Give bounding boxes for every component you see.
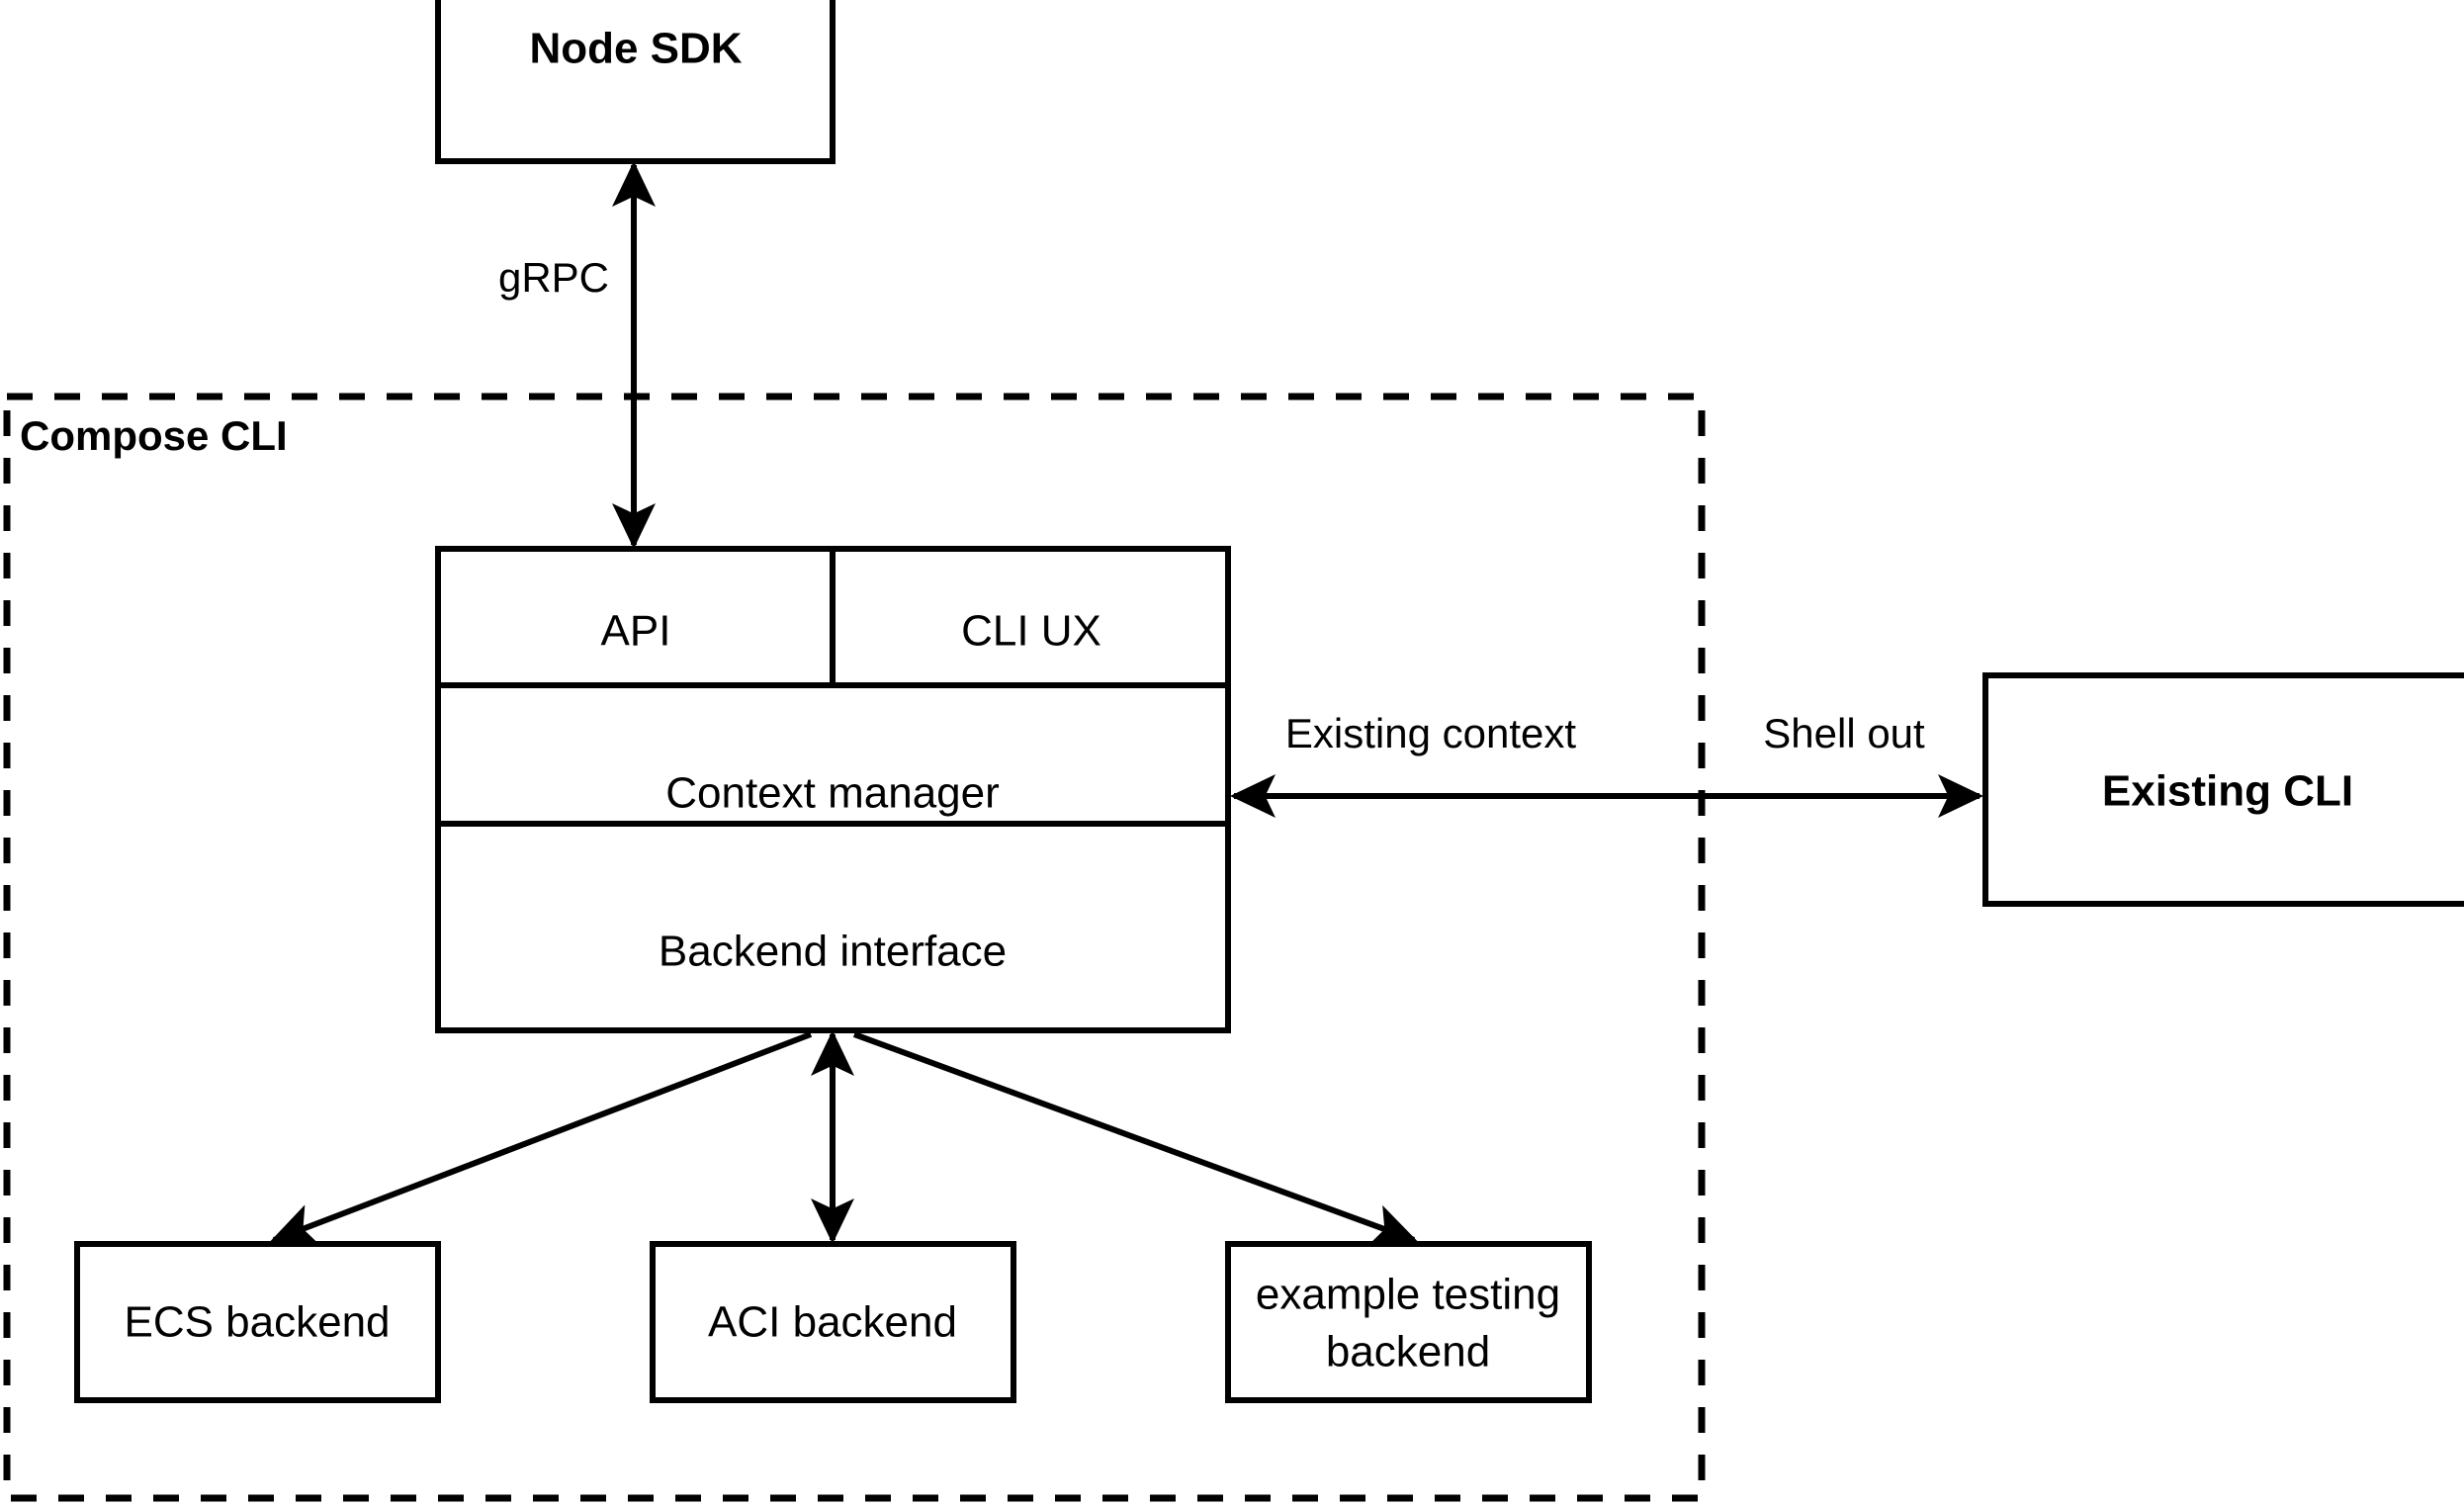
example-testing-backend-box: [1225, 1241, 1592, 1403]
grpc-edge-label: gRPC: [498, 254, 609, 301]
ecs-backend-label: ECS backend: [124, 1298, 390, 1347]
cli-ux-label: CLI UX: [961, 607, 1101, 656]
shell-out-edge-label: Shell out: [1763, 710, 1925, 756]
example-testing-backend-label-line1: example testing: [1256, 1271, 1560, 1319]
existing-cli-label: Existing CLI: [2102, 767, 2353, 816]
existing-cli-box: [1982, 672, 2464, 907]
compose-cli-group-box: [3, 393, 1706, 1502]
compose-cli-group-label: Compose CLI: [20, 412, 288, 459]
ecs-backend-box: [74, 1241, 441, 1403]
aci-backend-box: [650, 1241, 1016, 1403]
aci-backend-label: ACI backend: [708, 1298, 957, 1347]
context-manager-label: Context manager: [665, 769, 1000, 818]
backend-to-example-edge: [852, 1031, 1418, 1247]
existing-context-edge-label: Existing context: [1285, 710, 1576, 756]
backend-interface-label: Backend interface: [659, 928, 1007, 976]
node-sdk-label: Node SDK: [529, 25, 742, 73]
api-label: API: [601, 607, 671, 656]
backend-to-ecs-edge: [270, 1031, 813, 1246]
example-testing-backend-label-line2: backend: [1326, 1328, 1490, 1376]
